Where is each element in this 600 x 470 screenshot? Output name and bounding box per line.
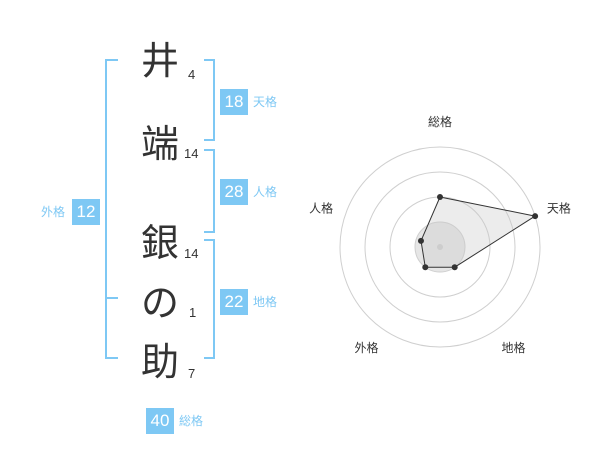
radar-axis-label-1: 総格 [428, 114, 452, 129]
stroke-count-5: 7 [188, 366, 196, 381]
radar-point-5 [417, 237, 424, 244]
chikaku-badge: 22 [220, 289, 248, 315]
chikaku-label: 地格 [253, 295, 278, 309]
soukaku-badge: 40 [146, 408, 174, 434]
name-char-1: 井 [141, 39, 180, 83]
tenkaku-label: 天格 [253, 95, 278, 109]
radar-axis-label-3: 地格 [501, 340, 525, 355]
name-char-5: 助 [141, 340, 180, 384]
gaikaku-label: 外格 [41, 205, 66, 219]
radar-grid-rings [339, 146, 541, 348]
radar-point-1 [437, 194, 443, 200]
stroke-count-2: 14 [184, 146, 199, 161]
jinkaku-badge: 28 [220, 179, 248, 205]
radar-axis-label-5: 人格 [309, 200, 333, 215]
gaikaku-bracket [105, 59, 118, 359]
tenkaku-bracket [204, 59, 215, 141]
jinkaku-bracket [204, 149, 215, 233]
jinkaku-label: 人格 [253, 185, 278, 199]
tenkaku-badge: 18 [220, 89, 248, 115]
stroke-count-1: 4 [188, 67, 196, 82]
radar-area [420, 196, 537, 268]
radar-point-2 [532, 213, 539, 220]
radar-ring-3 [364, 171, 516, 323]
radar-axis-label-2: 天格 [547, 200, 571, 215]
radar-ring-4 [339, 146, 541, 348]
radar-axis-label-4: 外格 [355, 340, 379, 355]
soukaku-label: 総格 [179, 414, 204, 428]
name-char-2: 端 [141, 122, 180, 166]
name-char-4: の [141, 281, 180, 325]
name-char-3: 銀 [141, 221, 180, 265]
gaikaku-badge: 12 [72, 199, 100, 225]
chikaku-bracket [204, 239, 215, 359]
radar-point-3 [451, 264, 458, 271]
radar-point-4 [422, 264, 429, 271]
stroke-count-4: 1 [189, 305, 197, 320]
stroke-count-3: 14 [184, 246, 199, 261]
radar-center-dot [437, 244, 443, 250]
radar-points [417, 194, 539, 271]
